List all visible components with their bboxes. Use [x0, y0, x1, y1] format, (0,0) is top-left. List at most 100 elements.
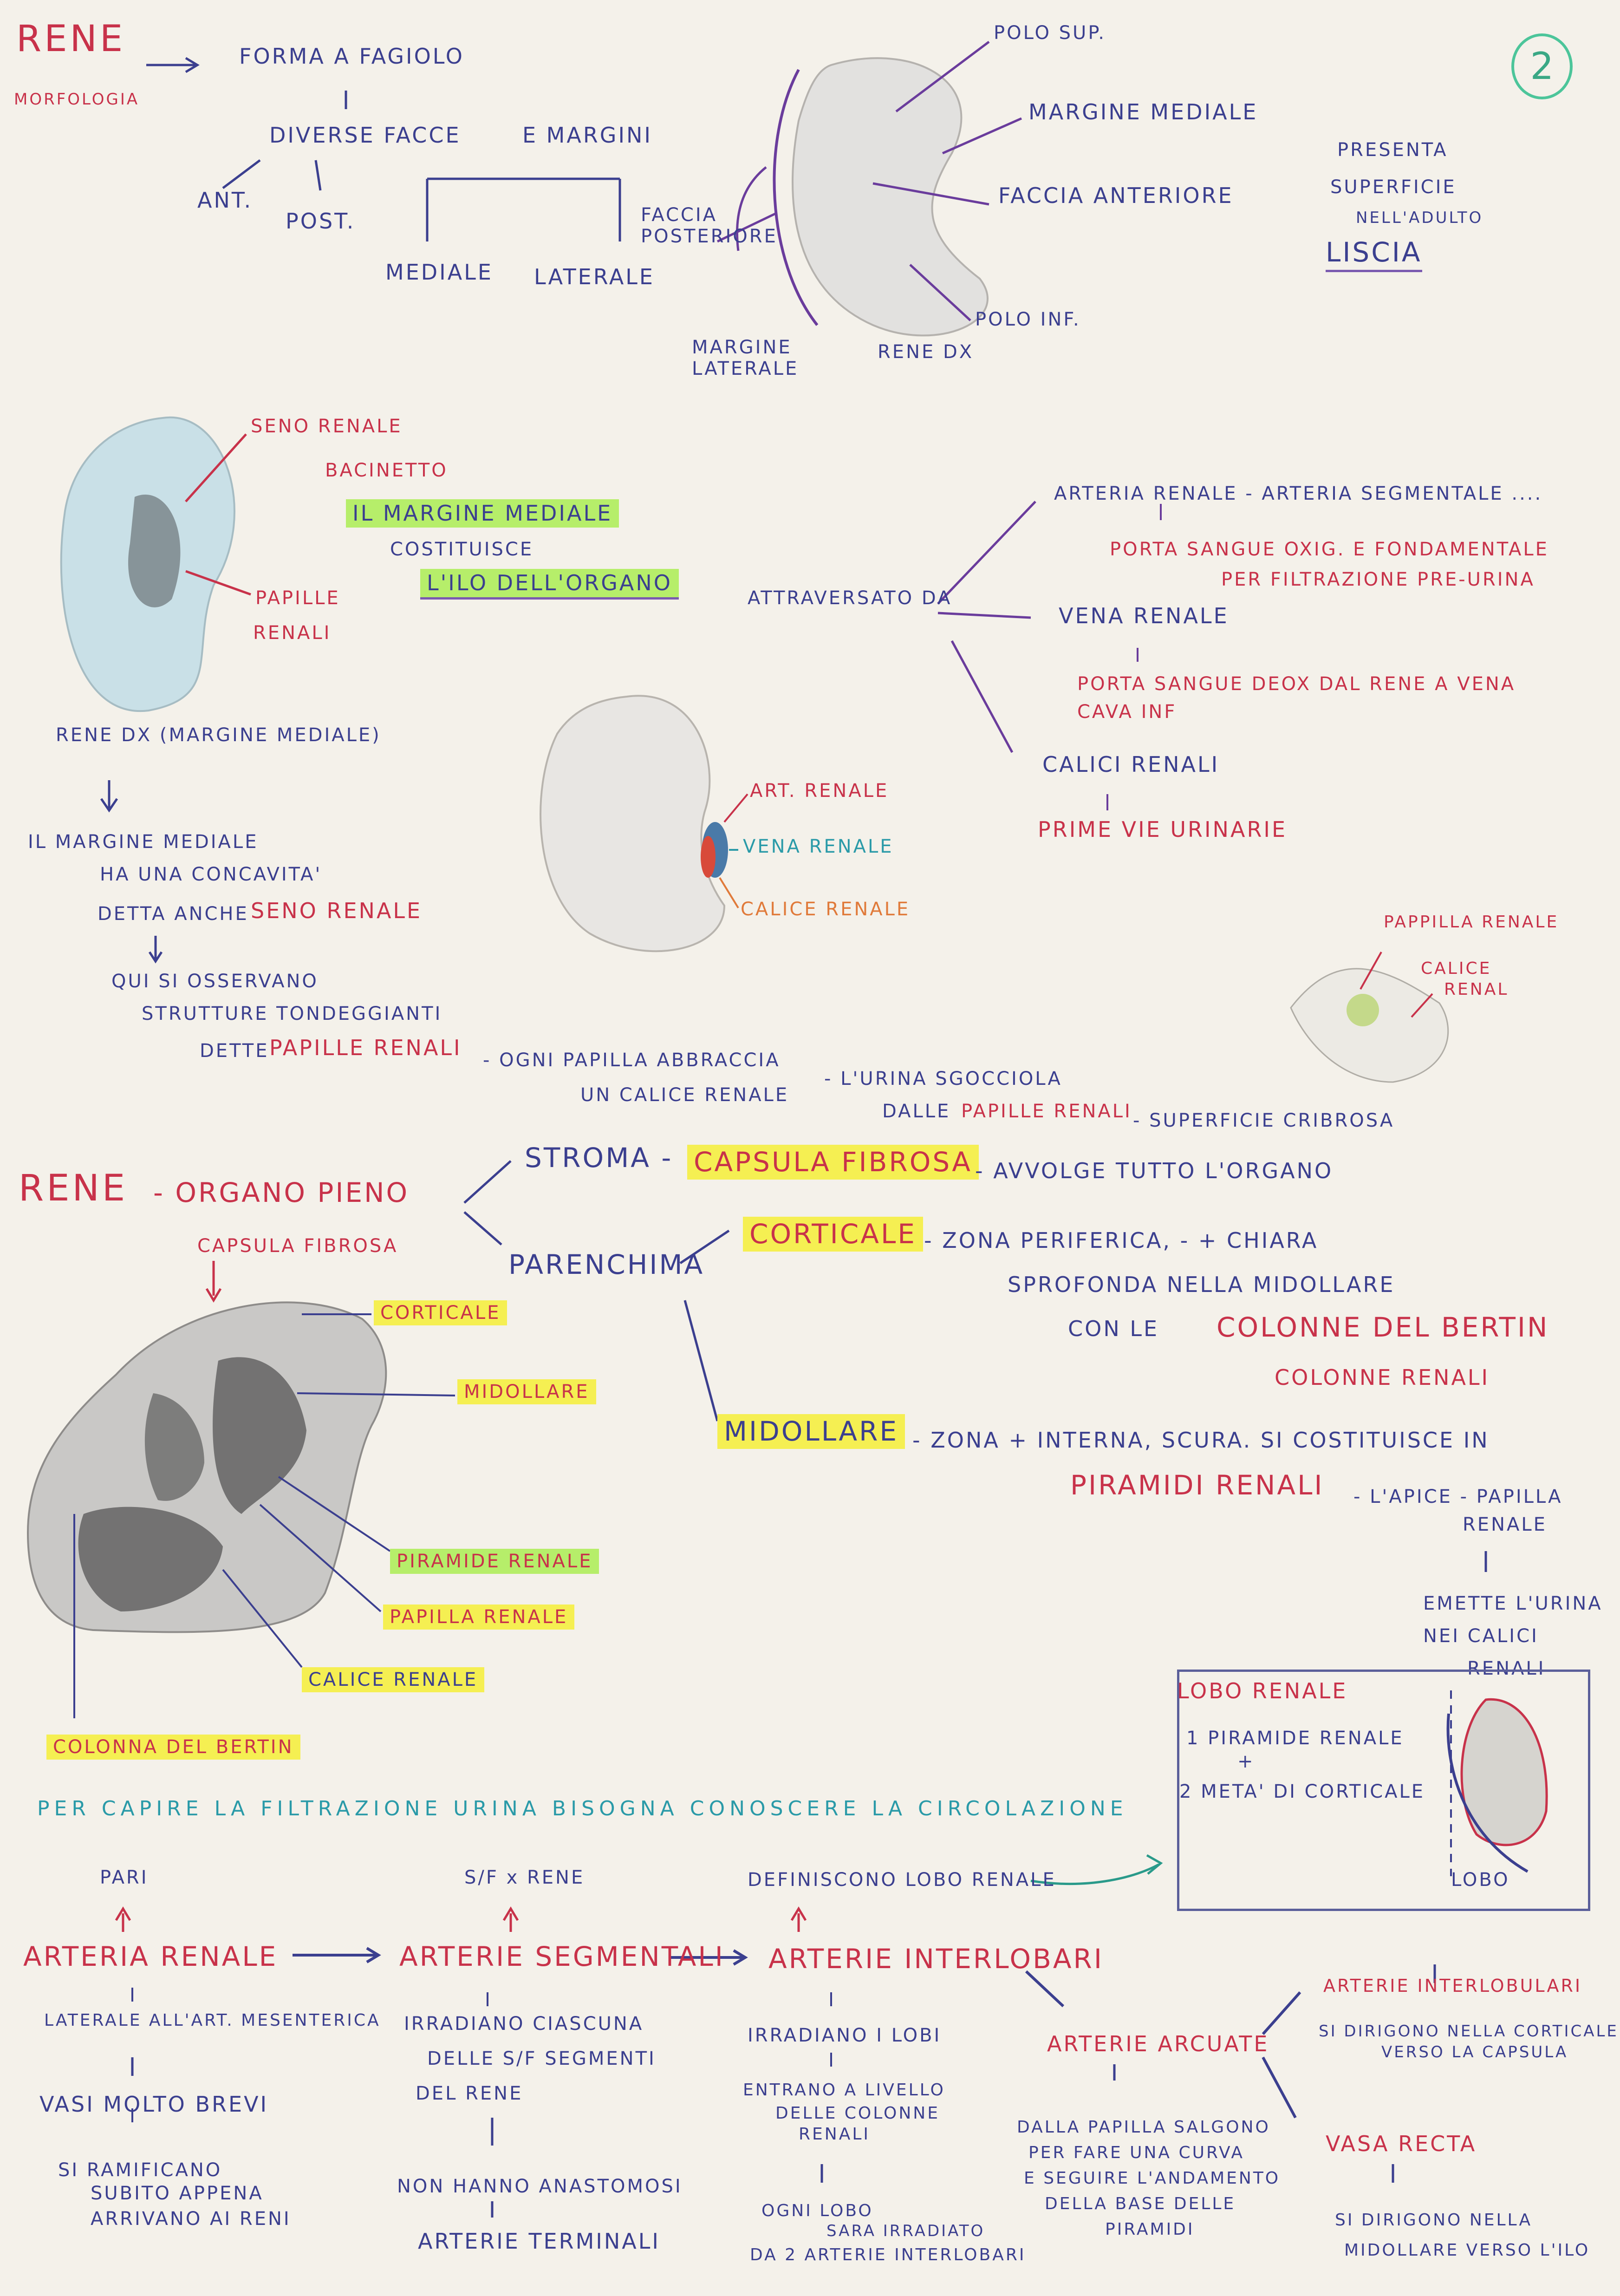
terminali-text: ARTERIE TERMINALI	[418, 2229, 660, 2254]
label-polo-sup: POLO SUP.	[994, 22, 1106, 44]
seno-line-8c: PAPILLE RENALI	[961, 1101, 1132, 1122]
emette-line-1: EMETTE L'URINA	[1423, 1593, 1603, 1614]
capsula-fibrosa-text: CAPSULA FIBROSA	[687, 1145, 979, 1180]
attraversato-text: ATTRAVERSATO DA	[748, 587, 952, 609]
arcuate-node: ARTERIE ARCUATE	[1047, 2031, 1269, 2056]
kidney-front-drawing	[792, 57, 989, 337]
midollare-desc-1: - ZONA + INTERNA, SCURA. SI COSTITUISCE …	[912, 1428, 1490, 1453]
seno-line-8a: - L'URINA SGOCCIOLA	[824, 1068, 1062, 1089]
rene-heading: RENE	[19, 1168, 128, 1209]
dalla-1: DALLA PAPILLA SALGONO	[1017, 2118, 1270, 2137]
ramificano-3: ARRIVANO AI RENI	[91, 2208, 291, 2230]
ramificano-2: SUBITO APPENA	[91, 2183, 264, 2204]
seno-line-5: STRUTTURE TONDEGGIANTI	[142, 1003, 442, 1024]
lobo-title: LOBO RENALE	[1177, 1678, 1348, 1703]
seno-line-8b: DALLE	[882, 1101, 951, 1122]
organo-pieno-text: - ORGANO PIENO	[153, 1177, 410, 1208]
costituisce-text: COSTITUISCE	[390, 539, 534, 560]
vena-desc-2: CAVA INF	[1077, 701, 1177, 723]
corticale-desc-4: COLONNE RENALI	[1275, 1365, 1490, 1390]
diagram-label-colonna: COLONNA DEL BERTIN	[46, 1735, 300, 1760]
dalla-3: E SEGUIRE L'ANDAMENTO	[1024, 2169, 1281, 2188]
parenchima-text: PARENCHIMA	[508, 1249, 705, 1280]
emette-line-3: RENALI	[1467, 1658, 1546, 1679]
shape-text: FORMA A FAGIOLO	[239, 44, 465, 69]
page-subtitle: MORFOLOGIA	[14, 90, 140, 109]
label-polo-inf: POLO INF.	[975, 309, 1081, 330]
papilla-drawing	[1290, 968, 1449, 1083]
seno-line-3a: DETTA ANCHE	[98, 903, 249, 925]
entrano-3: RENALI	[799, 2125, 870, 2144]
rene-dx-margine-text: RENE DX (MARGINE MEDIALE)	[56, 724, 381, 746]
irradiano-2: DELLE S/F SEGMENTI	[427, 2048, 656, 2069]
entrano-1: ENTRANO A LIVELLO	[743, 2081, 945, 2100]
label-margine-mediale: MARGINE MEDIALE	[1028, 99, 1258, 124]
corticale-desc-1: - ZONA PERIFERICA, - + CHIARA	[924, 1228, 1319, 1253]
irradiano-3: DEL RENE	[416, 2083, 523, 2104]
irradiano-1: IRRADIANO CIASCUNA	[404, 2013, 644, 2035]
label-faccia-anteriore: FACCIA ANTERIORE	[998, 183, 1234, 208]
label-renali: RENALI	[253, 622, 332, 644]
sf-text: S/F x RENE	[464, 1867, 585, 1888]
emette-line-2: NEI CALICI	[1423, 1625, 1539, 1647]
diagram-label-capsula: CAPSULA FIBROSA	[197, 1235, 398, 1257]
capsula-desc: - AVVOLGE TUTTO L'ORGANO	[975, 1158, 1334, 1183]
lobo-box	[1177, 1670, 1590, 1911]
diagram-label-midollare: MIDOLLARE	[457, 1379, 596, 1404]
margins-text: E MARGINI	[522, 123, 652, 148]
irr-lobi-text: IRRADIANO I LOBI	[748, 2025, 942, 2046]
calici-renali-text: CALICI RENALI	[1042, 752, 1220, 777]
seno-line-8d: - SUPERFICIE CRIBROSA	[1133, 1110, 1395, 1131]
entrano-2: DELLE COLONNE	[775, 2104, 940, 2123]
ogni-lobo-3: DA 2 ARTERIE INTERLOBARI	[750, 2245, 1026, 2264]
vasa-1: SI DIRIGONO NELLA	[1335, 2211, 1533, 2230]
corticale-desc-3b: COLONNE DEL BERTIN	[1217, 1311, 1549, 1343]
non-anastomosi-text: NON HANNO ANASTOMOSI	[397, 2176, 683, 2197]
label-papille: PAPILLE	[255, 587, 340, 609]
seno-line-6b: PAPILLE RENALI	[269, 1035, 462, 1060]
label-art-renale: ART. RENALE	[750, 780, 889, 802]
lobo-line-2: 2 META' DI CORTICALE	[1179, 1781, 1425, 1802]
lobo-caption: LOBO	[1451, 1869, 1510, 1891]
surface-line-3: NELL'ADULTO	[1356, 209, 1483, 227]
dirigono-2: VERSO LA CAPSULA	[1381, 2043, 1568, 2061]
midollare-text: MIDOLLARE	[717, 1414, 905, 1449]
surface-line-1: PRESENTA	[1337, 139, 1448, 161]
margin-mediale: MEDIALE	[385, 260, 493, 285]
vena-renale-text: VENA RENALE	[1059, 603, 1229, 628]
seno-line-3b: SENO RENALE	[251, 898, 423, 923]
kidney-vessels-drawing	[540, 695, 726, 952]
lobo-line-1: 1 PIRAMIDE RENALE	[1186, 1728, 1404, 1749]
corticale-desc-3a: CON LE	[1068, 1316, 1159, 1341]
vasi-text: VASI MOLTO BREVI	[39, 2092, 269, 2117]
seno-line-1: IL MARGINE MEDIALE	[28, 831, 259, 853]
corticale-text: CORTICALE	[743, 1217, 923, 1252]
interlobari-node: ARTERIE INTERLOBARI	[768, 1943, 1104, 1975]
seno-line-2: HA UNA CONCAVITA'	[100, 864, 322, 885]
face-post: POST.	[286, 209, 356, 234]
arteria-desc-1: PORTA SANGUE OXIG. E FONDAMENTALE	[1110, 539, 1549, 560]
label-faccia-posteriore: FACCIA POSTERIORE	[641, 204, 778, 247]
label-vena-renale: VENA RENALE	[743, 836, 894, 857]
seno-line-6a: DETTE	[200, 1040, 269, 1062]
pari-text: PARI	[100, 1867, 149, 1888]
midollare-desc-2a: PIRAMIDI RENALI	[1070, 1469, 1324, 1501]
diagram-label-corticale: CORTICALE	[374, 1300, 507, 1325]
dalla-5: PIRAMIDI	[1105, 2220, 1195, 2239]
diagram-label-papilla: PAPILLA RENALE	[383, 1605, 575, 1630]
diagram-label-piramide: PIRAMIDE RENALE	[390, 1549, 599, 1574]
arteria-renale-node: ARTERIA RENALE	[23, 1941, 278, 1972]
seno-line-6c: - OGNI PAPILLA ABBRACCIA	[483, 1050, 781, 1071]
label-calice-renale: CALICE RENALE	[741, 899, 911, 920]
dalla-2: PER FARE UNA CURVA	[1028, 2143, 1244, 2162]
prime-vie-text: PRIME VIE URINARIE	[1038, 817, 1288, 842]
ilo-text: L'ILO DELL'ORGANO	[420, 569, 679, 600]
corticale-desc-2: SPROFONDA NELLA MIDOLLARE	[1008, 1272, 1395, 1297]
seno-line-4: QUI SI OSSERVANO	[111, 971, 319, 992]
dalla-4: DELLA BASE DELLE	[1045, 2194, 1236, 2213]
circulation-intro: PER CAPIRE LA FILTRAZIONE URINA BISOGNA …	[37, 1797, 1128, 1820]
lobo-plus: +	[1237, 1751, 1255, 1772]
label-calice-1: CALICE	[1421, 959, 1492, 978]
label-pappilla-renale: PAPPILLA RENALE	[1384, 913, 1559, 932]
vena-desc-1: PORTA SANGUE DEOX DAL RENE A VENA	[1077, 673, 1516, 695]
